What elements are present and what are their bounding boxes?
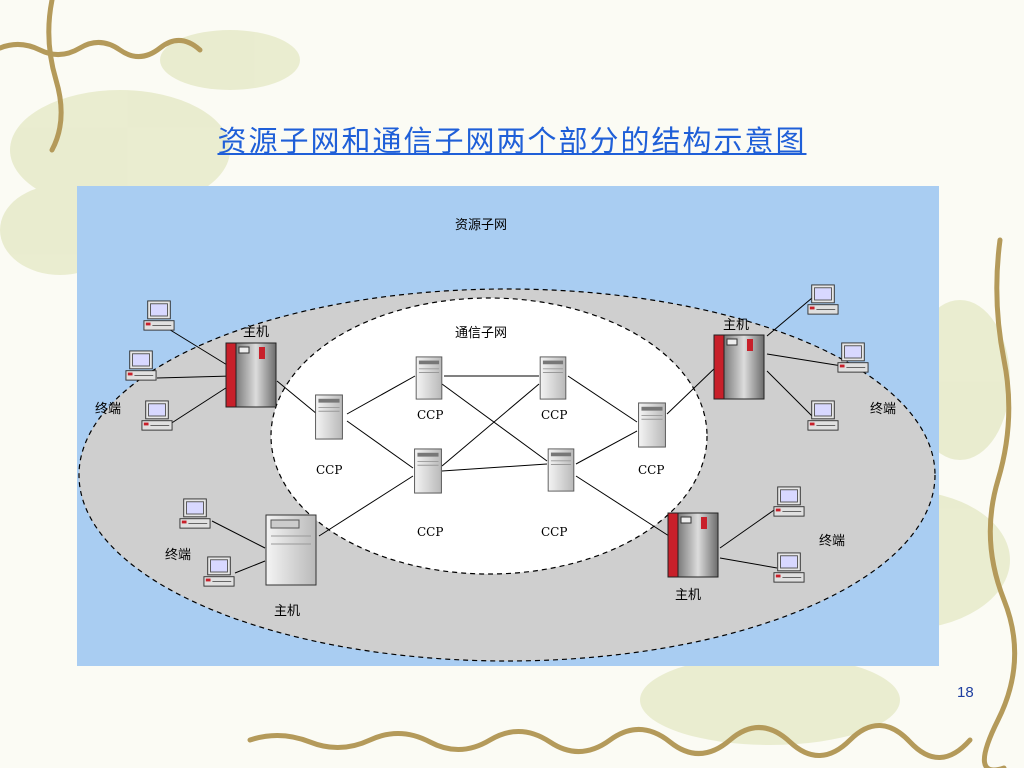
terminal-label: 终端 (819, 534, 846, 549)
terminal-icon (179, 498, 211, 529)
ccp-label: CCP (417, 525, 444, 539)
page-title: 资源子网和通信子网两个部分的结构示意图 (217, 124, 807, 158)
ccp-server-icon (414, 448, 442, 494)
ccp-label: CCP (541, 525, 568, 539)
ccp-label: CCP (316, 463, 343, 477)
ccp-server-icon (539, 356, 567, 400)
host-label: 主机 (723, 318, 750, 333)
host-server-icon (713, 334, 765, 400)
host-tower-icon (265, 514, 317, 586)
ccp-label: CCP (541, 408, 568, 422)
terminal-icon (773, 486, 805, 517)
ccp-label: CCP (638, 463, 665, 477)
ccp-server-icon (315, 394, 343, 440)
page-number: 18 (957, 684, 974, 701)
ccp-label: CCP (417, 408, 444, 422)
host-label: 主机 (675, 588, 702, 603)
host-server-icon (225, 342, 277, 408)
ccp-server-icon (415, 356, 443, 400)
ccp-server-icon (547, 448, 575, 492)
terminal-icon (143, 300, 175, 331)
network-diagram: 资源子网 通信子网 主机 主机 主机 主机 终端 终端 终端 终端 CCP CC… (77, 186, 939, 666)
ccp-server-icon (638, 402, 666, 448)
terminal-icon (141, 400, 173, 431)
network-links (156, 297, 843, 574)
resource-subnet-label: 资源子网 (455, 218, 508, 233)
terminal-icon (807, 284, 839, 315)
host-server-icon (667, 512, 719, 578)
terminal-icon (125, 350, 157, 381)
communication-subnet-label: 通信子网 (455, 326, 508, 341)
host-label: 主机 (274, 604, 301, 619)
terminal-icon (773, 552, 805, 583)
terminal-label: 终端 (870, 402, 897, 417)
terminal-icon (837, 342, 869, 373)
communication-subnet-ellipse (270, 297, 708, 575)
host-label: 主机 (243, 325, 270, 340)
terminal-icon (203, 556, 235, 587)
terminal-icon (807, 400, 839, 431)
terminal-label: 终端 (165, 548, 192, 563)
terminal-label: 终端 (95, 402, 122, 417)
